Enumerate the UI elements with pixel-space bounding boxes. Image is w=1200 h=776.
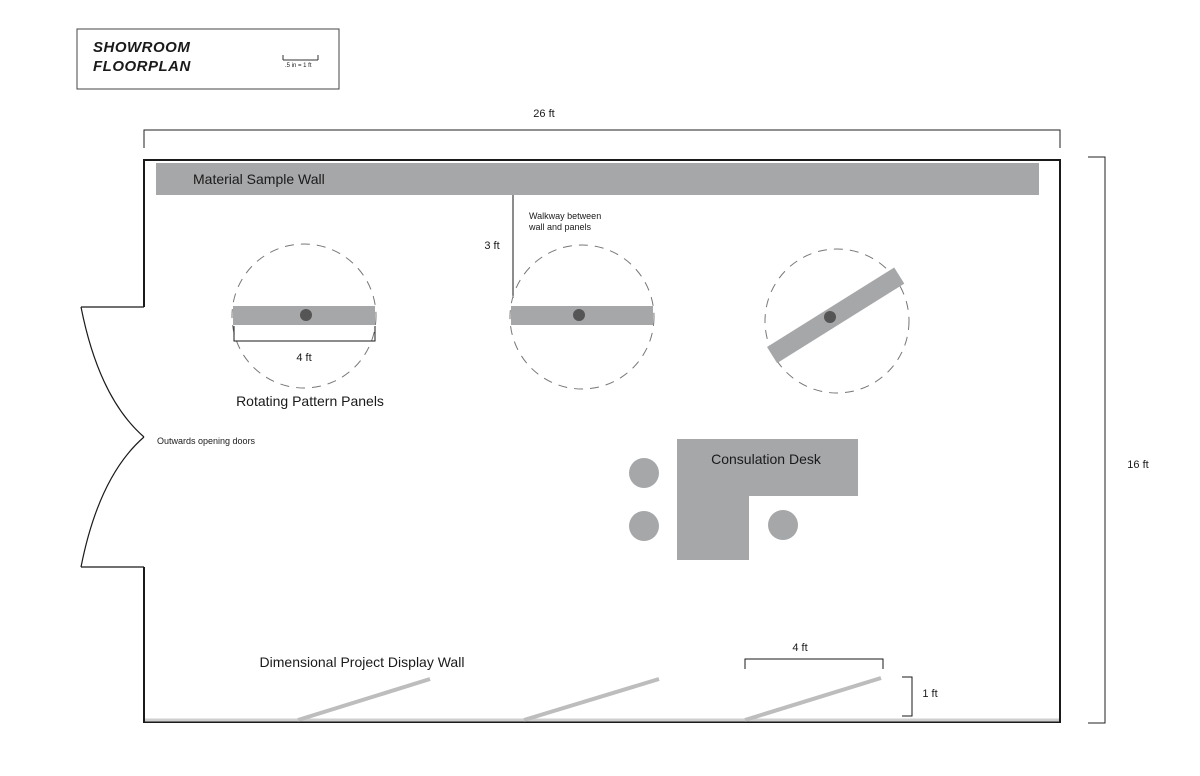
rotating-panel-1: 4 ft: [231, 243, 377, 389]
display-wall: Dimensional Project Display Wall 4 ft 1 …: [145, 642, 1059, 722]
chair-3: [768, 510, 798, 540]
door-swing-bottom: [80, 436, 145, 568]
depth-dimension-bracket: [902, 676, 913, 717]
segment-dimension-bracket: [744, 658, 884, 669]
segment-dimension-label: 4 ft: [792, 642, 807, 654]
display-panel-1: [297, 677, 431, 722]
height-dimension-label: 16 ft: [1127, 459, 1148, 471]
pivot-point: [300, 309, 312, 321]
display-wall-label: Dimensional Project Display Wall: [260, 654, 465, 670]
material-sample-wall-bar: [156, 163, 1039, 195]
desk-label: Consulation Desk: [711, 451, 822, 467]
width-dimension: 26 ft: [143, 108, 1061, 148]
panel-dimension-label: 4 ft: [296, 352, 311, 364]
rotating-panel-3: [764, 248, 910, 394]
walkway-annotation: Walkway between wall and panels 3 ft: [484, 195, 601, 298]
depth-dimension-label: 1 ft: [922, 688, 937, 700]
door-swing-top: [80, 306, 145, 438]
chair-2: [629, 511, 659, 541]
rotating-panels-label: Rotating Pattern Panels: [236, 393, 384, 409]
title-line-1: SHOWROOM: [93, 39, 190, 56]
chair-1: [629, 458, 659, 488]
desk-surface: [677, 439, 858, 560]
panel-dimension-bracket: [233, 326, 376, 342]
rotation-circle: [231, 243, 377, 389]
doors: Outwards opening doors: [80, 306, 256, 568]
scale-label: .5 in = 1 ft: [285, 63, 312, 69]
height-dimension-bracket: [1088, 156, 1106, 724]
display-panel-2: [523, 677, 660, 722]
rotation-circle: [509, 244, 655, 390]
rotation-circle: [764, 248, 910, 394]
width-dimension-label: 26 ft: [533, 108, 554, 120]
title-box: [76, 28, 340, 90]
consultation-desk: Consulation Desk: [629, 439, 858, 560]
pivot-point: [824, 311, 836, 323]
width-dimension-bracket: [143, 129, 1061, 148]
rotating-panel-2: [509, 244, 655, 390]
material-sample-wall: Material Sample Wall: [156, 163, 1039, 195]
room-outline: [143, 159, 1061, 723]
walkway-label-2: wall and panels: [528, 222, 592, 232]
walkway-label-1: Walkway between: [529, 211, 601, 221]
title-block: SHOWROOM FLOORPLAN .5 in = 1 ft: [76, 28, 340, 90]
doors-label: Outwards opening doors: [157, 436, 256, 446]
display-panel-3: [744, 676, 882, 722]
title-line-2: FLOORPLAN: [93, 58, 191, 75]
scale-bar: [282, 55, 319, 61]
material-sample-wall-label: Material Sample Wall: [193, 171, 325, 187]
pivot-point: [573, 309, 585, 321]
walkway-dimension: 3 ft: [484, 240, 499, 252]
height-dimension: 16 ft: [1088, 156, 1149, 724]
